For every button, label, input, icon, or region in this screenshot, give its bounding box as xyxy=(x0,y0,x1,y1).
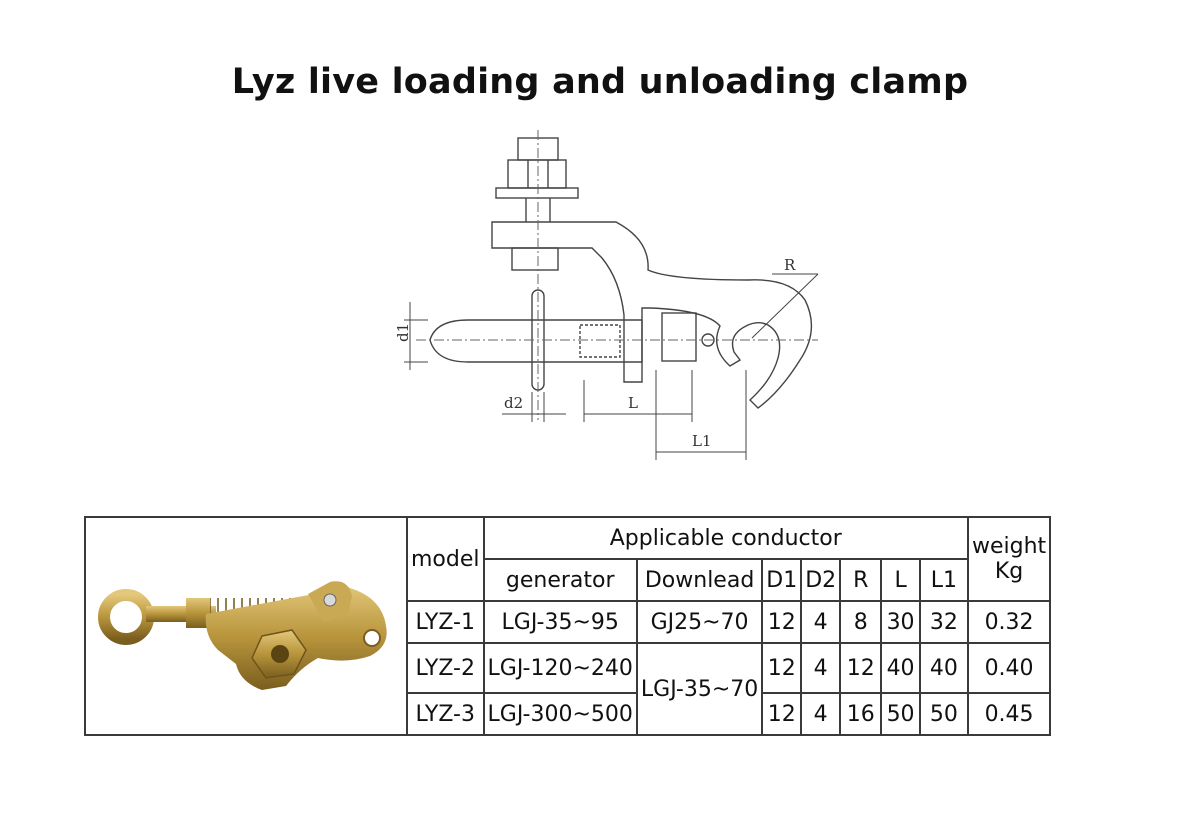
header-l: L xyxy=(880,558,921,602)
cell-downlead: GJ25~70 xyxy=(635,600,764,644)
header-d1: D1 xyxy=(761,558,803,602)
cell-r: 12 xyxy=(839,642,883,694)
dim-label-d1: d1 xyxy=(394,323,412,342)
cell-d2: 4 xyxy=(800,692,842,736)
cell-generator: LGJ-120~240 xyxy=(482,642,638,694)
cell-r: 16 xyxy=(839,692,883,736)
eye-ring xyxy=(98,589,154,645)
header-weight-label: weight xyxy=(971,534,1047,559)
cell-l1: 50 xyxy=(918,692,969,736)
header-generator: generator xyxy=(482,558,638,602)
header-model: model xyxy=(406,516,485,602)
dim-label-l1: L1 xyxy=(692,432,712,450)
cell-downlead-shared: LGJ-35~70 xyxy=(635,642,764,736)
cell-d2: 4 xyxy=(800,600,842,644)
header-d2: D2 xyxy=(800,558,842,602)
cell-d2: 4 xyxy=(800,642,842,694)
table-row: LYZ-3 LGJ-300~500 12 4 16 50 50 0.45 xyxy=(85,692,1052,736)
cell-r: 8 xyxy=(839,600,883,644)
cell-d1: 12 xyxy=(761,642,803,694)
dim-label-l: L xyxy=(628,394,638,412)
cell-l1: 40 xyxy=(918,642,969,694)
jaw-block xyxy=(661,312,697,362)
cell-model: LYZ-1 xyxy=(406,600,485,644)
header-applicable-conductor: Applicable conductor xyxy=(482,516,969,560)
dim-label-r: R xyxy=(784,256,796,274)
page-title: Lyz live loading and unloading clamp xyxy=(231,62,969,102)
clamp-body-outline xyxy=(491,221,813,409)
cell-weight: 0.32 xyxy=(966,600,1052,644)
header-l1: L1 xyxy=(918,558,969,602)
table-row: LYZ-2 LGJ-120~240 LGJ-35~70 12 4 12 40 4… xyxy=(85,642,1052,736)
specifications-table: model Applicable conductor weight Kg gen… xyxy=(84,516,1052,736)
cell-generator: LGJ-300~500 xyxy=(482,692,638,736)
header-downlead: Downlead xyxy=(635,558,764,602)
cell-model: LYZ-3 xyxy=(406,692,485,736)
top-nut xyxy=(507,159,567,189)
cell-weight: 0.45 xyxy=(966,692,1052,736)
header-weight-unit: Kg xyxy=(994,559,1024,584)
screw xyxy=(429,319,643,363)
header-weight: weight Kg xyxy=(966,516,1052,602)
cell-l: 50 xyxy=(880,692,921,736)
clamp-photo xyxy=(98,581,387,690)
header-r: R xyxy=(839,558,883,602)
dim-label-d2: d2 xyxy=(504,394,523,412)
cell-d1: 12 xyxy=(761,692,803,736)
cell-d1: 12 xyxy=(761,600,803,644)
cell-l: 30 xyxy=(880,600,921,644)
cell-l1: 32 xyxy=(918,600,969,644)
cell-weight: 0.40 xyxy=(966,642,1052,694)
clamp-technical-drawing: R d1 d2 L L1 xyxy=(394,130,819,460)
washer xyxy=(495,187,579,199)
cell-model: LYZ-2 xyxy=(406,642,485,694)
table-row: LYZ-1 LGJ-35~95 GJ25~70 12 4 8 30 32 0.3… xyxy=(85,600,1052,644)
product-photo-cell xyxy=(84,516,408,736)
cell-l: 40 xyxy=(880,642,921,694)
cell-generator: LGJ-35~95 xyxy=(482,600,638,644)
